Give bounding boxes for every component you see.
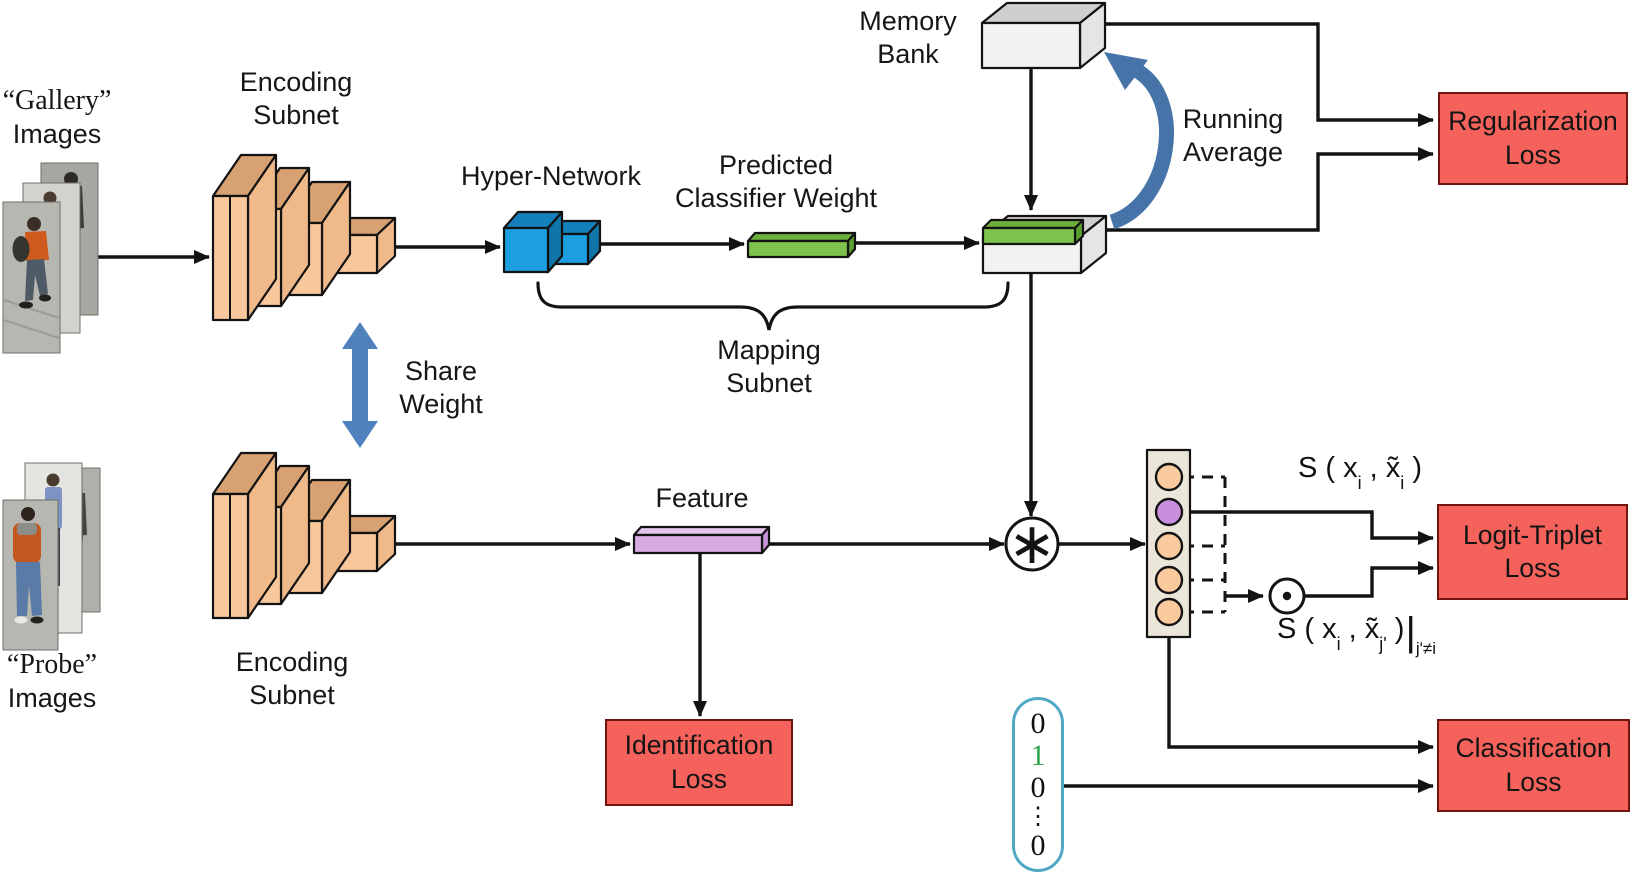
one-hot-value: 0: [1030, 706, 1046, 740]
encoding-subnet-top-label: Encoding Subnet: [239, 67, 353, 130]
similarity-score-vector: [1145, 448, 1192, 639]
classification-loss-box: Classification Loss: [1437, 719, 1630, 812]
arrow-memory-update-to-regularization-loss: [1104, 147, 1434, 232]
mapping-subnet-brace: [536, 281, 1010, 331]
encoding-subnet-gallery-blocks: [211, 153, 397, 322]
share-weight-arrow: [342, 322, 378, 448]
hyper-network-label: Hyper-Network: [460, 161, 642, 191]
probe-photo-stack: [2, 462, 101, 651]
running-average-arrowhead: [1104, 52, 1148, 90]
memory-bank-block: [980, 1, 1107, 70]
hyper-network-blocks: [502, 210, 602, 274]
running-average-label: Running Average: [1182, 104, 1284, 167]
one-hot-value-highlighted: 1: [1030, 738, 1046, 772]
probe-images-label: “Probe” Images: [6, 649, 98, 714]
mapping-subnet-label: Mapping Subnet: [717, 335, 821, 398]
one-hot-ellipsis: ⋮: [1026, 803, 1050, 830]
one-hot-value: 0: [1030, 828, 1046, 862]
running-average-arrow: [1109, 63, 1174, 230]
logit-triplet-loss-box: Logit-Triplet Loss: [1437, 504, 1628, 600]
convolution-operator: ∗: [1004, 511, 1060, 577]
arrow-positive-score-to-logit-loss: [1183, 510, 1434, 545]
share-weight-label: Share Weight: [399, 356, 483, 419]
gallery-photo-stack: [2, 162, 99, 354]
regularization-loss-box: Regularization Loss: [1438, 92, 1628, 185]
gallery-images-label: “Gallery” Images: [2, 85, 112, 150]
memory-bank-label: Memory Bank: [859, 6, 957, 69]
feature-label: Feature: [655, 483, 749, 513]
negative-similarity-formula: S ( xi , x̃j' )|j'≠i: [1277, 610, 1436, 658]
feature-bar: [632, 525, 771, 555]
dot-product-operator: [1268, 577, 1306, 615]
identification-loss-box: Identification Loss: [605, 719, 793, 806]
encoding-subnet-bottom-label: Encoding Subnet: [235, 647, 349, 710]
positive-score-node: [1154, 497, 1184, 527]
arrow-memorybank-to-regularization-loss: [1100, 22, 1434, 127]
one-hot-value: 0: [1030, 770, 1046, 804]
predicted-classifier-weight-label: Predicted Classifier Weight: [674, 150, 878, 213]
predicted-weight-bar: [746, 231, 857, 259]
svg-text:∗: ∗: [1008, 511, 1056, 577]
positive-similarity-formula: S ( xi , x̃i ): [1298, 452, 1423, 493]
arrow-scores-to-classification-loss: [1167, 637, 1434, 754]
arrow-dotproduct-to-logit-loss: [1305, 561, 1434, 598]
encoding-subnet-probe-blocks: [211, 451, 397, 620]
updated-memory-block: [981, 214, 1108, 275]
one-hot-label-vector: 0 1 0 ⋮ 0: [1012, 697, 1064, 872]
